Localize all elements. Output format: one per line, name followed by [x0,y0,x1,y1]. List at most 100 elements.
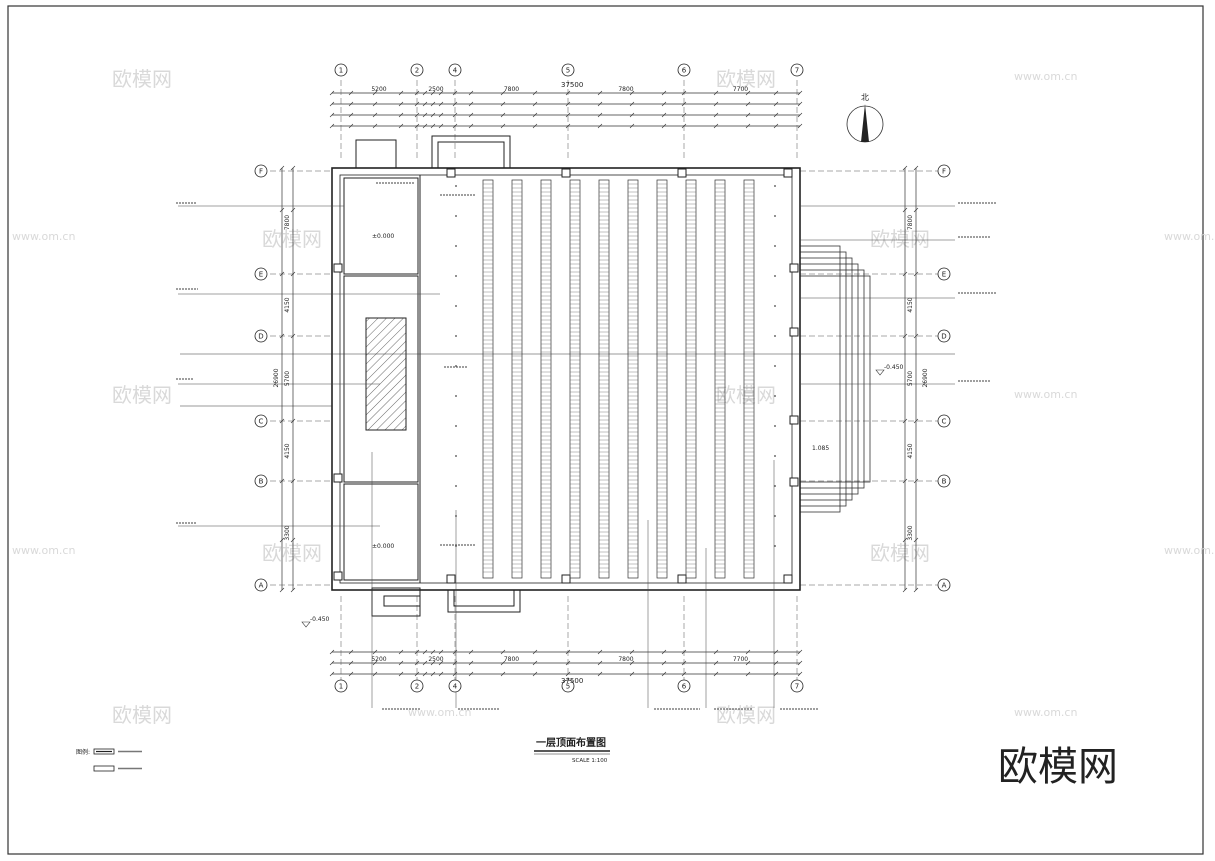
dimension-label: 3300 [284,525,291,540]
dimension-label: 4150 [907,297,914,312]
elevation-label: 1.085 [812,445,829,452]
ceiling-light-point [774,245,776,247]
ceiling-strip [569,179,581,579]
grid-bubble-label: F [259,168,263,176]
watermark-url: www.om.cn [1014,706,1077,719]
dimension-label: 7800 [618,86,633,93]
grid-bubble-label: 2 [415,67,419,75]
ceiling-light-point [774,335,776,337]
ceiling-light-point [774,455,776,457]
top-dimension-chain [281,92,917,675]
structural-columns [333,168,799,584]
grid-bubble-label: 4 [453,683,458,691]
grid-bubble: 2 [410,63,424,77]
drawing-scale: SCALE 1:100 [572,758,608,764]
grid-bubble: F [937,164,951,178]
grid-bubble: 6 [677,63,691,77]
grid-bubble: 1 [334,679,348,693]
watermark-text: 欧模网 [262,227,322,251]
ceiling-light-point [774,485,776,487]
dimension-label: 7800 [907,215,914,230]
elevation-marks: -0.450 -0.450 1.085 ±0.000 ±0.000 [301,233,904,628]
column [789,415,799,425]
watermark-layer: 欧模网 欧模网 欧模网 欧模网 欧模网 欧模网 欧模网 欧模网 欧模网 欧模网 [112,67,930,727]
dimension-label: 4150 [284,443,291,458]
grid-bubble-label: D [258,333,263,341]
ceiling-strip [656,179,668,579]
watermark-url: www.om.cn [1014,388,1077,401]
grid-bubble: 6 [677,679,691,693]
dimension-label: 3300 [907,525,914,540]
ceiling-strip [598,179,610,579]
grid-bubble-label: F [942,168,946,176]
legend-swatch-2 [93,765,115,772]
ceiling-points [455,185,776,547]
dimension-label: 26900 [922,368,929,387]
grid-bubble: 4 [448,679,462,693]
grid-bubble: 5 [561,63,575,77]
watermark-url: www.om.cn [408,706,471,719]
column [677,168,687,178]
watermark-text: 欧模网 [112,383,172,407]
grid-bubble-label: 5 [566,67,570,75]
ceiling-light-point [455,185,457,187]
north-arrow: 北 [846,93,884,143]
legend-swatch-1 [93,748,115,755]
total-dimension-bottom: 37500 [561,677,583,685]
grid-bubble: A [937,578,951,592]
ceiling-light-point [455,245,457,247]
grid-bubble-label: E [259,271,263,279]
watermark-text: 欧模网 [716,67,776,91]
column [677,574,687,584]
dimension-label: 7700 [733,656,748,663]
elevation-label: -0.450 [884,364,904,371]
watermark-text: 欧模网 [112,67,172,91]
grid-bubble-label: 2 [415,683,419,691]
column [783,574,793,584]
grid-bubble: 1 [334,63,348,77]
column [333,263,343,273]
column [333,571,343,581]
ceiling-strip [714,179,726,579]
dimension-label: 5700 [284,371,291,386]
annotation-leaders [178,205,955,708]
elevation-label: ±0.000 [372,543,394,550]
dimension-label: 4150 [284,297,291,312]
ceiling-light-point [455,335,457,337]
grid-bubble: 2 [410,679,424,693]
watermark-url: www.om.cn [1164,230,1215,243]
drawing-title: 一层顶面布置图 [536,736,606,749]
legend: 图例: [76,748,142,772]
column [789,477,799,487]
dimension-label: 7800 [504,656,519,663]
grid-bubble: B [254,474,268,488]
legend-label: 图例: [76,748,90,756]
ceiling-strip [511,179,523,579]
watermark-url: www.om.cn [12,230,75,243]
column [789,327,799,337]
sheet-border [7,5,1204,855]
grid-bubble-label: 4 [453,67,458,75]
elevation-label: ±0.000 [372,233,394,240]
dimension-label: 5200 [371,656,386,663]
entrance-frames [431,135,521,613]
column [333,473,343,483]
grid-bubble: 7 [790,63,804,77]
watermark-url: www.om.cn [1164,544,1215,557]
ceiling-light-point [455,215,457,217]
watermark-text: 欧模网 [262,541,322,565]
ceiling-light-point [774,545,776,547]
ceiling-light-point [455,395,457,397]
exterior-steps [799,245,871,513]
axis-lines [270,80,938,680]
grid-bubble: 4 [448,63,462,77]
ceiling-light-point [774,425,776,427]
ceiling-light-point [774,305,776,307]
grid-bubble: F [254,164,268,178]
watermark-text: 欧模网 [870,541,930,565]
dimension-label: 5200 [371,86,386,93]
watermark-url-layer: www.om.cn www.om.cn www.om.cn www.om.cn … [12,70,1215,719]
title-block: 一层顶面布置图 SCALE 1:100 [534,736,610,764]
